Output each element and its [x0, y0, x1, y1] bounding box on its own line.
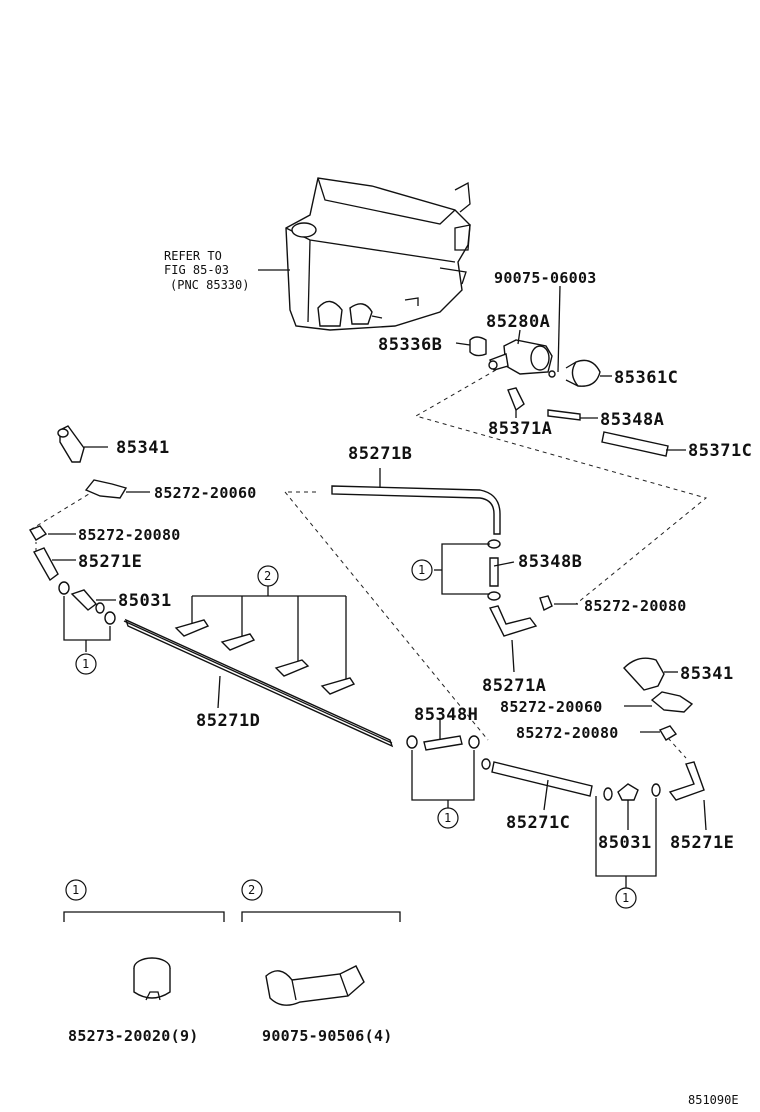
label-85271B: 85271B: [348, 444, 412, 464]
label-85271E-right: 85271E: [670, 833, 734, 853]
label-90075-06003: 90075-06003: [494, 269, 597, 287]
washer-pump: [469, 336, 669, 457]
label-85371A: 85371A: [488, 419, 552, 439]
label-85361C: 85361C: [614, 368, 678, 388]
refer-note-line2: FIG 85-03: [164, 263, 229, 277]
legend-marker-2: 2: [248, 883, 255, 897]
connector-85348B: [411, 539, 578, 611]
label-85031-left: 85031: [118, 591, 172, 611]
callout-2: 2: [264, 569, 271, 583]
label-85272-20080-left: 85272-20080: [78, 526, 181, 544]
label-85031-right: 85031: [598, 833, 652, 853]
label-85348B: 85348B: [518, 552, 582, 572]
label-85280A: 85280A: [486, 312, 550, 332]
label-85371C: 85371C: [688, 441, 752, 461]
label-85272-20080-mid: 85272-20080: [584, 597, 687, 615]
legend-part-2: 90075-90506(4): [262, 1027, 393, 1045]
label-85271C: 85271C: [506, 813, 570, 833]
hose-85271A: [488, 605, 538, 673]
legend-part-1: 85273-20020(9): [68, 1027, 199, 1045]
nozzle-check-valve-right: [595, 783, 661, 909]
label-85348A: 85348A: [600, 410, 664, 430]
label-85341-left: 85341: [116, 438, 170, 458]
label-85272-20060-left: 85272-20060: [154, 484, 257, 502]
hose-85271E-right: [668, 761, 707, 831]
right-nozzle: [623, 657, 694, 759]
hose-85271B: [331, 468, 501, 535]
callout-1-85348B: 1: [418, 563, 425, 577]
refer-note-line3: (PNC 85330): [170, 278, 249, 292]
figure-code: 851090E: [688, 1093, 739, 1107]
washer-tank: [285, 177, 471, 331]
callout-1-right: 1: [622, 891, 629, 905]
legend-marker-1: 1: [72, 883, 79, 897]
label-85272-20080-right: 85272-20080: [516, 724, 619, 742]
label-85272-20060-right: 85272-20060: [500, 698, 603, 716]
label-85271D: 85271D: [196, 711, 260, 731]
callout-1-left: 1: [82, 657, 89, 671]
hose-85271D: [123, 618, 394, 748]
callout-1-85348H: 1: [444, 811, 451, 825]
clip-group-2: [174, 565, 356, 695]
label-85271E-left: 85271E: [78, 552, 142, 572]
label-85271A: 85271A: [482, 676, 546, 696]
left-nozzle: [28, 425, 150, 675]
label-85348H: 85348H: [414, 705, 478, 725]
label-85341-right: 85341: [680, 664, 734, 684]
legend: [63, 879, 401, 1006]
hose-85271C: [491, 761, 593, 811]
connector-85348H: [406, 720, 491, 829]
refer-note: REFER TO FIG 85-03 (PNC 85330): [164, 249, 290, 292]
label-85336B: 85336B: [378, 335, 442, 355]
refer-note-line1: REFER TO: [164, 249, 222, 263]
